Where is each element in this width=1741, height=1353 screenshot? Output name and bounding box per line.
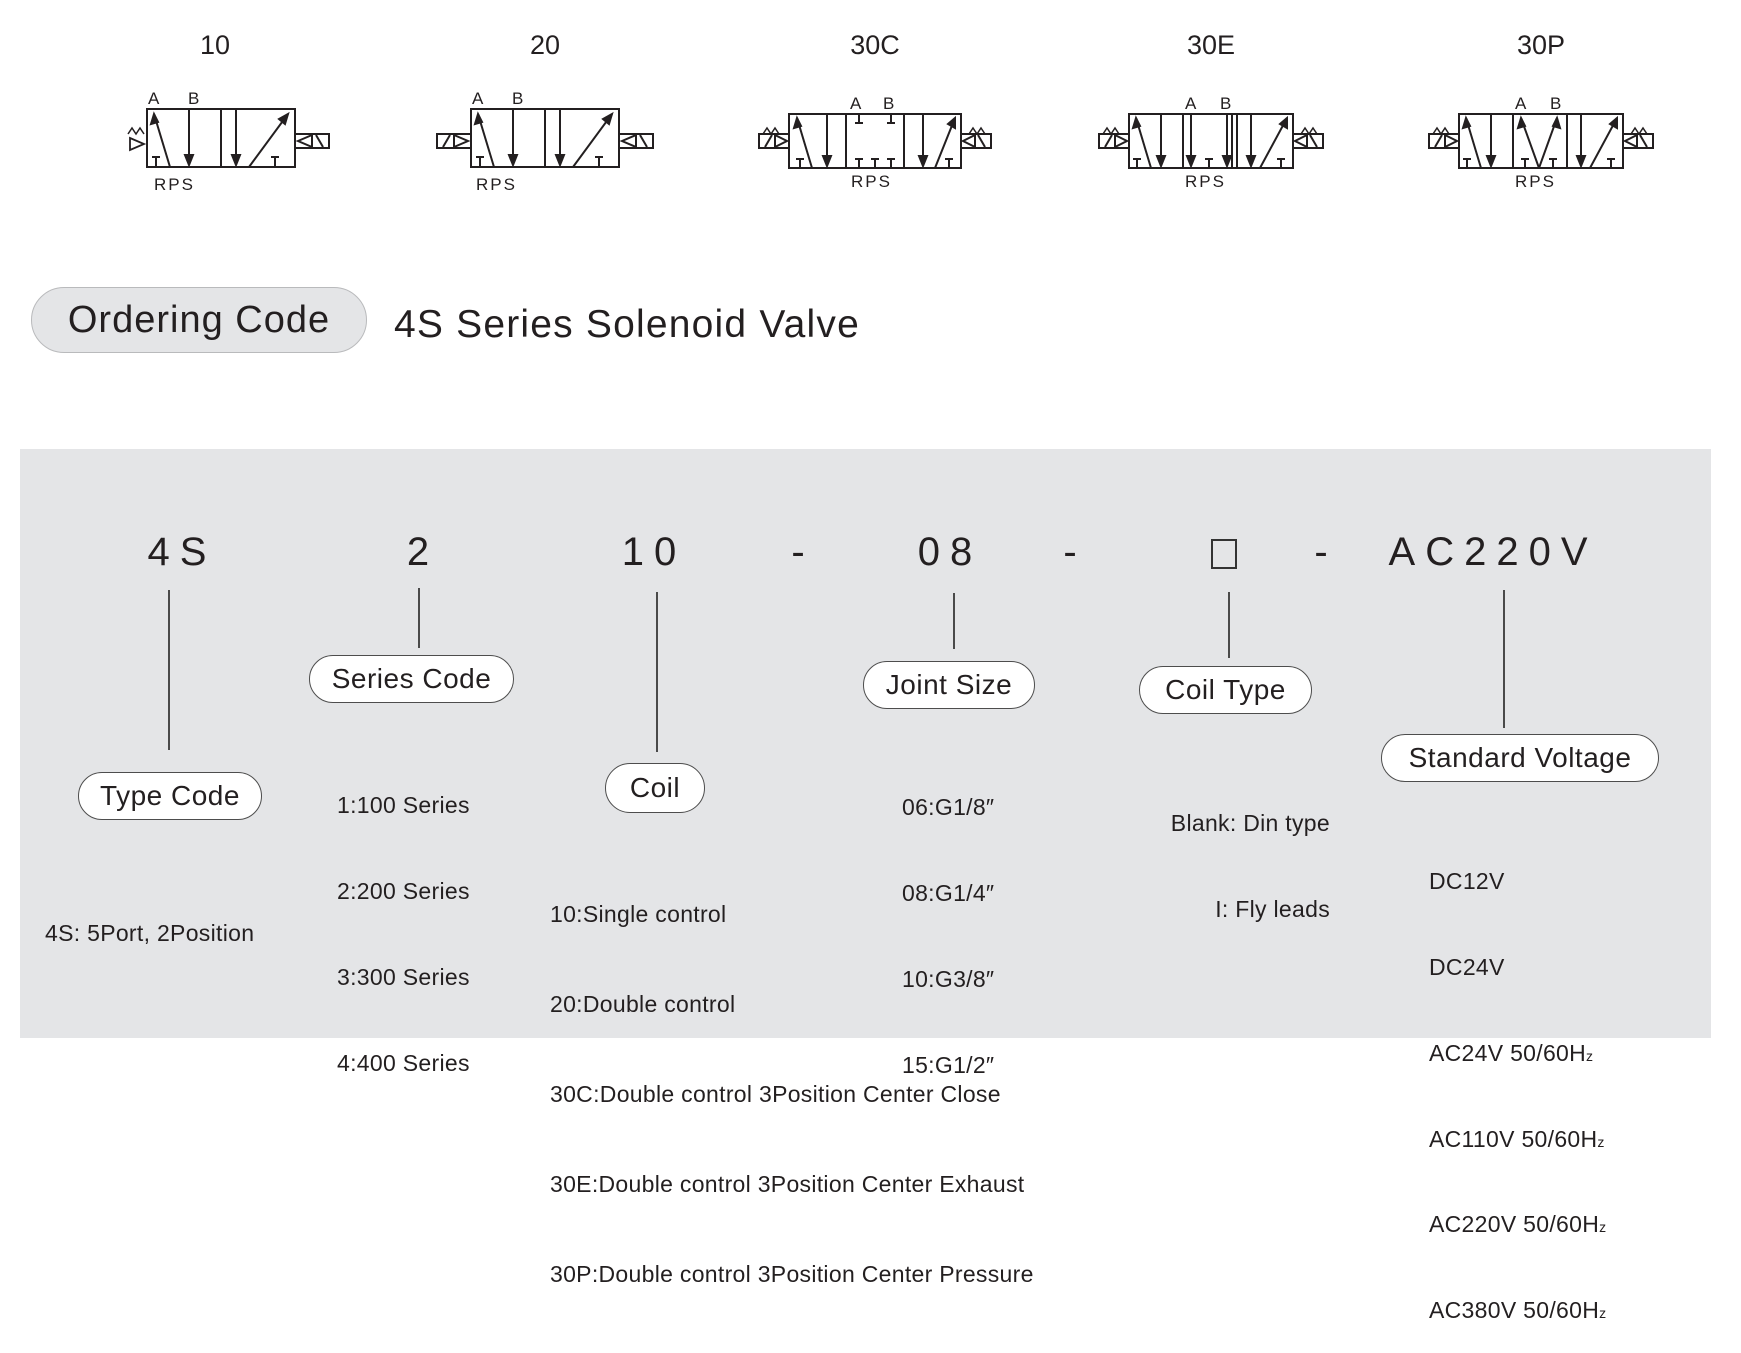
valve-label-30e: 30E [1186, 30, 1236, 60]
svg-text:B: B [1550, 94, 1561, 113]
svg-text:B: B [512, 89, 523, 108]
option: 30E:Double control 3Position Center Exha… [550, 1171, 1025, 1197]
code-dash-2: - [1063, 530, 1087, 574]
connector-type-code [168, 590, 170, 750]
option: AC24V 50/60Hz [1429, 1039, 1594, 1066]
valve-symbol-30e-icon: A B RPS [1098, 94, 1324, 191]
option: 4:400 Series [337, 1049, 470, 1076]
option: 1:100 Series [337, 792, 470, 819]
series-code-options: 1:100 Series 2:200 Series 3:300 Series 4… [337, 734, 470, 1106]
option: 10:G3/8″ [902, 965, 995, 992]
valve-label-30c: 30C [850, 30, 900, 60]
ordering-code-pill: Ordering Code [31, 287, 367, 353]
tag-standard-voltage: Standard Voltage [1381, 734, 1659, 782]
option: DC24V [1429, 953, 1505, 980]
type-code-options: 4S: 5Port, 2Position [45, 862, 254, 976]
svg-text:RPS: RPS [154, 175, 195, 194]
option: 20:Double control [550, 991, 736, 1017]
connector-series-code [418, 588, 420, 648]
option: 3:300 Series [337, 963, 470, 990]
tag-series-code: Series Code [309, 655, 514, 703]
code-joint-size: 08 [917, 530, 983, 574]
connector-coil [656, 592, 658, 752]
option: AC110V 50/60Hz [1429, 1125, 1605, 1152]
valve-label-10: 10 [199, 30, 231, 60]
svg-text:A: A [148, 89, 160, 108]
valve-symbol-30c-icon: A B RPS [758, 94, 992, 191]
page-title: 4S Series Solenoid Valve [394, 303, 861, 346]
svg-text:RPS: RPS [1515, 172, 1556, 191]
option: 10:Single control [550, 901, 727, 927]
code-type: 4S [147, 530, 217, 574]
option: Blank: Din type [1170, 810, 1330, 837]
valve-symbol-30p-icon: A B RPS [1428, 94, 1654, 191]
svg-text:A: A [1185, 94, 1197, 113]
connector-joint-size [953, 593, 955, 649]
tag-joint-size: Joint Size [863, 661, 1035, 709]
option: 06:G1/8″ [902, 794, 995, 821]
tag-coil-type: Coil Type [1139, 666, 1312, 714]
code-dash-3: - [1314, 530, 1338, 574]
option: 08:G1/4″ [902, 879, 995, 906]
svg-text:A: A [1515, 94, 1527, 113]
tag-type-code: Type Code [78, 772, 262, 820]
valve-symbol-20-icon: A B RPS [436, 89, 654, 194]
svg-text:B: B [1220, 94, 1231, 113]
svg-text:B: B [883, 94, 894, 113]
option: AC380V 50/60Hz [1429, 1297, 1607, 1324]
option: I: Fly leads [1215, 895, 1330, 922]
valve-symbol-10-icon: A B RPS [127, 89, 330, 194]
code-dash-1: - [791, 530, 815, 574]
option: AC220V 50/60Hz [1429, 1211, 1607, 1238]
code-voltage: AC220V [1388, 530, 1598, 574]
svg-text:A: A [850, 94, 862, 113]
svg-text:B: B [188, 89, 199, 108]
option: 15:G1/2″ [902, 1051, 995, 1078]
coil-type-options: Blank: Din type I: Fly leads [1136, 752, 1330, 952]
svg-text:RPS: RPS [1185, 172, 1226, 191]
option: DC12V [1429, 868, 1505, 895]
valve-label-20: 20 [529, 30, 561, 60]
svg-text:RPS: RPS [851, 172, 892, 191]
blank-box-icon [1211, 539, 1237, 569]
svg-text:A: A [472, 89, 484, 108]
code-series: 2 [406, 530, 440, 574]
tag-coil: Coil [605, 763, 705, 813]
joint-size-options: 06:G1/8″ 08:G1/4″ 10:G3/8″ 15:G1/2″ [902, 736, 994, 1108]
valve-label-30p: 30P [1516, 30, 1566, 60]
standard-voltage-options: DC12V DC24V AC24V 50/60Hz AC110V 50/60Hz… [1429, 810, 1606, 1353]
connector-coil-type [1228, 592, 1230, 658]
option: 30P:Double control 3Position Center Pres… [550, 1261, 1034, 1287]
option: 2:200 Series [337, 877, 470, 904]
code-coil: 10 [621, 530, 687, 574]
svg-text:RPS: RPS [476, 175, 517, 194]
option: 4S: 5Port, 2Position [45, 920, 255, 947]
connector-standard-voltage [1503, 590, 1505, 728]
